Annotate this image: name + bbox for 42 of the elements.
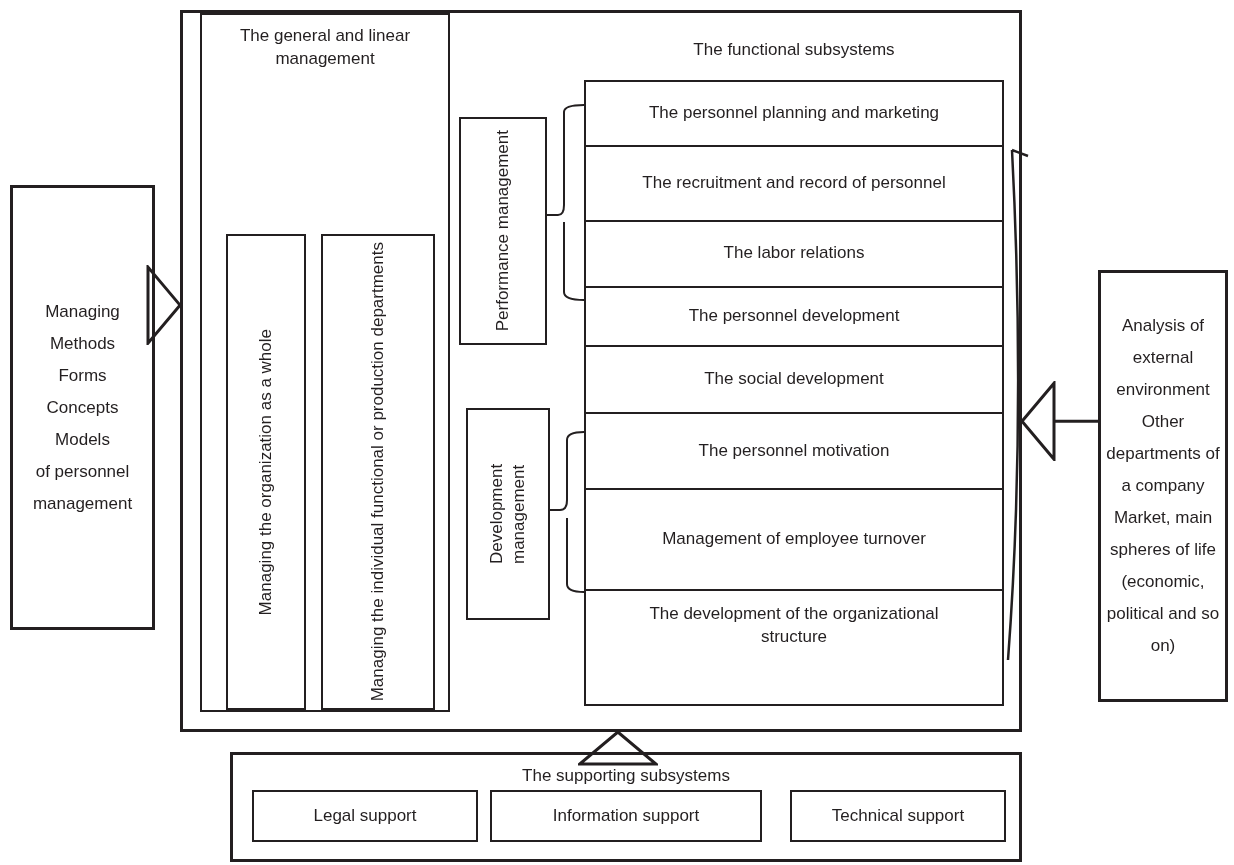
list-item: Other departments of a company [1105, 411, 1221, 497]
list-item: Analysis of external environment [1115, 315, 1211, 401]
frame-box [180, 10, 1022, 732]
process-box [252, 790, 478, 842]
box-label: The development of the organizational structure [648, 602, 940, 648]
vertical-label: Performance management [491, 130, 513, 332]
rotated-box [321, 234, 435, 710]
group-box [200, 13, 450, 712]
group-box [230, 752, 1022, 862]
box-label: The general and linear management [238, 25, 412, 70]
rotated-box [226, 234, 306, 710]
box-label: The recruitment and record of personnel [642, 171, 946, 194]
box-label: The labor relations [723, 242, 865, 265]
box-label: Technical support [831, 804, 965, 827]
box-label: Legal support [313, 804, 417, 827]
list-item: Forms [58, 364, 107, 387]
rotated-box [466, 408, 550, 620]
box-label: The social development [704, 368, 884, 391]
side-box [1098, 270, 1228, 702]
list-item: Concepts [46, 396, 119, 419]
box-label: The supporting subsystems [522, 765, 730, 787]
vertical-label: Managing the organization as a whole [254, 328, 276, 616]
hollow-arrow [1020, 381, 1098, 461]
process-box [790, 790, 1006, 842]
list-item: of personnel management [31, 460, 134, 515]
group-heading: The functional subsystems [692, 40, 896, 60]
list-item: Market, main spheres of life (economic, political and so on) [1105, 507, 1221, 657]
list-item: Methods [49, 332, 116, 355]
box-label: Information support [552, 804, 700, 827]
list-item: Models [55, 428, 110, 451]
hollow-arrow [578, 730, 658, 766]
list-item: Managing [45, 300, 120, 323]
process-box [490, 790, 762, 842]
vertical-label: Development management [485, 462, 529, 567]
vertical-label: Managing the individual functional or production departments [366, 242, 388, 702]
rotated-box [459, 117, 547, 345]
side-box [10, 185, 155, 630]
box-label: Management of employee turnover [662, 528, 926, 551]
hollow-arrow [146, 265, 182, 345]
box-label: The personnel development [688, 305, 900, 327]
box-label: The personnel planning and marketing [648, 101, 940, 124]
box-label: The personnel motivation [698, 439, 890, 462]
